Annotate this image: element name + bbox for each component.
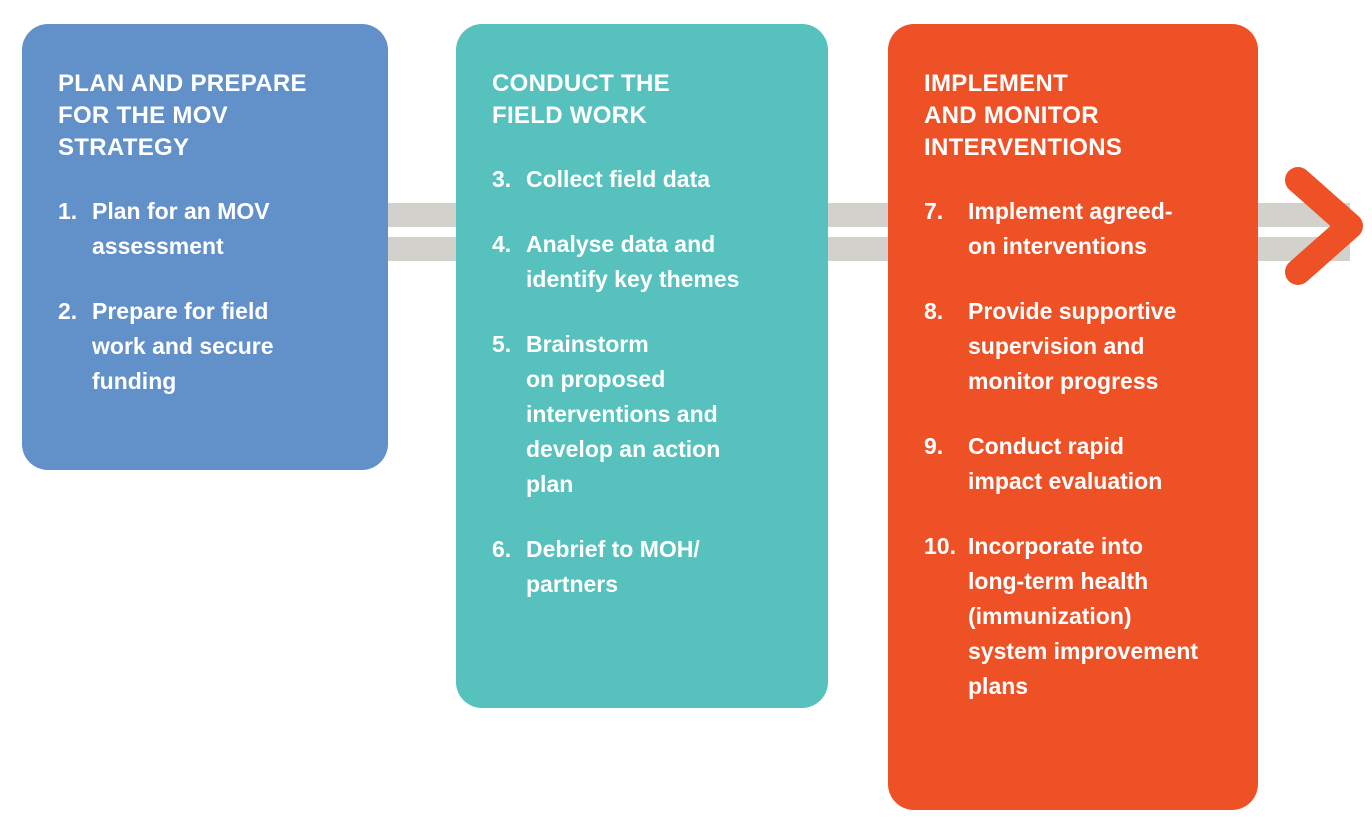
stage-card-plan[interactable]: PLAN AND PREPARE FOR THE MOV STRATEGY 1.… bbox=[22, 24, 388, 470]
connector-bar-upper bbox=[372, 203, 472, 227]
step-number: 6. bbox=[492, 535, 512, 562]
step-number: 9. bbox=[924, 433, 944, 460]
stage-card-implement[interactable]: IMPLEMENT AND MONITOR INTERVENTIONS 7. I… bbox=[888, 24, 1258, 810]
connector-plan-to-conduct bbox=[372, 203, 472, 261]
connector-bar-lower bbox=[372, 237, 472, 261]
step-text: Incorporate into long-term health (immun… bbox=[968, 533, 1199, 699]
step-list-plan: 1. Plan for an MOV assessment 2. Prepare… bbox=[58, 194, 358, 399]
step-number: 2. bbox=[58, 298, 78, 325]
step-list-implement: 7. Implement agreed- on interventions 8.… bbox=[924, 194, 1228, 703]
step-text: Collect field data bbox=[526, 166, 711, 193]
step-item: 1. Plan for an MOV assessment bbox=[58, 194, 358, 264]
step-item: 9. Conduct rapid impact evaluation bbox=[924, 429, 1228, 499]
step-text: Provide supportive supervision and monit… bbox=[968, 298, 1177, 395]
step-item: 6. Debrief to MOH/ partners bbox=[492, 532, 798, 602]
step-number: 8. bbox=[924, 298, 944, 325]
stage-title-conduct: CONDUCT THE FIELD WORK bbox=[492, 70, 670, 130]
stage-title-implement: IMPLEMENT AND MONITOR INTERVENTIONS bbox=[924, 70, 1123, 162]
step-item: 2. Prepare for field work and secure fun… bbox=[58, 294, 358, 399]
step-item: 5. Brainstorm on proposed interventions … bbox=[492, 327, 798, 502]
step-text: Conduct rapid impact evaluation bbox=[968, 433, 1163, 495]
step-text: Implement agreed- on interventions bbox=[968, 198, 1173, 260]
step-item: 4. Analyse data and identify key themes bbox=[492, 227, 798, 297]
step-text: Analyse data and identify key themes bbox=[526, 231, 740, 293]
step-number: 10. bbox=[924, 533, 956, 560]
step-text: Prepare for field work and secure fundin… bbox=[92, 298, 274, 395]
step-number: 5. bbox=[492, 331, 512, 358]
step-text: Brainstorm on proposed interventions and… bbox=[526, 331, 721, 497]
arrow-right-icon bbox=[1285, 167, 1363, 285]
step-number: 7. bbox=[924, 198, 944, 225]
step-item: 10. Incorporate into long-term health (i… bbox=[924, 529, 1228, 704]
step-item: 3. Collect field data bbox=[492, 162, 798, 197]
step-text: Debrief to MOH/ partners bbox=[526, 535, 700, 597]
step-number: 4. bbox=[492, 231, 512, 258]
step-text: Plan for an MOV assessment bbox=[92, 198, 270, 260]
step-item: 7. Implement agreed- on interventions bbox=[924, 194, 1228, 264]
stage-card-conduct[interactable]: CONDUCT THE FIELD WORK 3. Collect field … bbox=[456, 24, 828, 708]
step-number: 1. bbox=[58, 198, 78, 225]
step-number: 3. bbox=[492, 166, 512, 193]
step-list-conduct: 3. Collect field data 4. Analyse data an… bbox=[492, 162, 798, 602]
stage-title-plan: PLAN AND PREPARE FOR THE MOV STRATEGY bbox=[58, 70, 307, 162]
step-item: 8. Provide supportive supervision and mo… bbox=[924, 294, 1228, 399]
